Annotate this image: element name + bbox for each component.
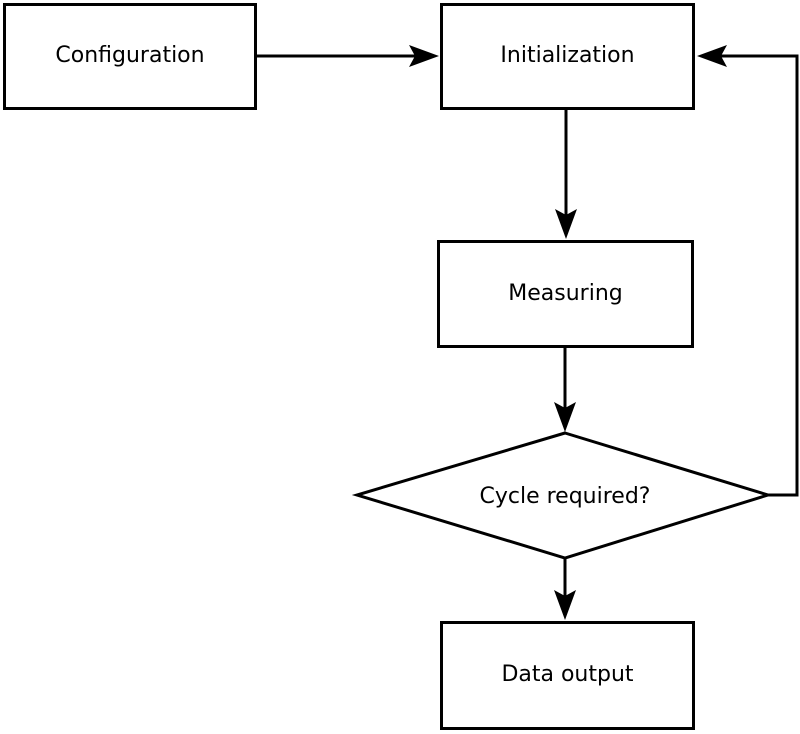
edge-initialization-to-measuring xyxy=(555,110,577,239)
node-cycle-required-label: Cycle required? xyxy=(479,483,651,509)
arrowhead-down-icon xyxy=(554,590,576,620)
arrowhead-right-icon xyxy=(409,45,439,67)
node-measuring: Measuring xyxy=(437,240,694,348)
node-initialization-label: Initialization xyxy=(500,43,635,69)
node-data-output-label: Data output xyxy=(501,662,634,688)
node-configuration-label: Configuration xyxy=(55,43,205,69)
edge-cycle-required-to-data-output xyxy=(554,558,576,620)
node-cycle-required: Cycle required? xyxy=(365,475,765,517)
node-configuration: Configuration xyxy=(3,3,257,110)
node-initialization: Initialization xyxy=(440,3,695,110)
arrowhead-down-icon xyxy=(554,402,576,432)
arrowhead-down-icon xyxy=(555,209,577,239)
node-measuring-label: Measuring xyxy=(508,280,623,306)
edge-cycle-required-to-initialization xyxy=(697,45,799,497)
edge-configuration-to-initialization xyxy=(257,45,439,67)
edge-measuring-to-cycle-required xyxy=(554,348,576,432)
node-data-output: Data output xyxy=(440,621,695,730)
arrowhead-left-icon xyxy=(697,45,727,67)
